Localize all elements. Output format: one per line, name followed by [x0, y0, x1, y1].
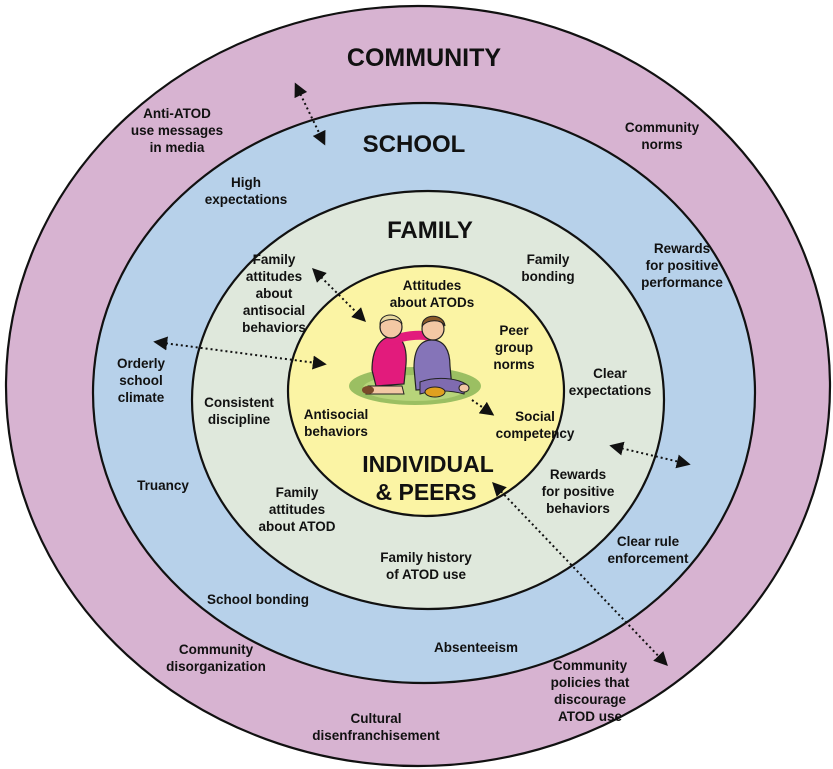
label-line: expectations	[205, 192, 288, 207]
label-line: of ATOD use	[386, 567, 466, 582]
label-line: ATOD use	[558, 709, 623, 724]
label-line: Truancy	[137, 478, 189, 493]
label-line: Rewards	[654, 241, 710, 256]
label-line: behaviors	[242, 320, 306, 335]
label-line: expectations	[569, 383, 652, 398]
label-disenfranchisement: Cultural disenfranchisement	[312, 711, 440, 743]
label-line: High	[231, 175, 261, 190]
label-line: behaviors	[546, 501, 610, 516]
label-clear-expectations: Clear expectations	[569, 366, 652, 398]
label-line: Social	[515, 409, 555, 424]
label-community-norms: Community norms	[625, 120, 700, 152]
label-social-competency: Social competency	[496, 409, 575, 441]
label-line: Community	[179, 642, 254, 657]
label-line: competency	[496, 426, 575, 441]
arrow-family-school	[609, 441, 691, 469]
school-title: SCHOOL	[363, 131, 466, 158]
label-rewards-behaviors: Rewards for positive behaviors	[542, 467, 615, 516]
label-line: about ATOD	[259, 519, 336, 534]
label-line: Family	[276, 485, 319, 500]
arrow-individual-community	[492, 481, 668, 667]
individual-title-line2: & PEERS	[376, 479, 477, 505]
label-rewards-performance: Rewards for positive performance	[641, 241, 723, 290]
family-title: FAMILY	[387, 217, 473, 244]
label-line: in media	[150, 140, 205, 155]
label-line: Family history	[380, 550, 472, 565]
label-line: discipline	[208, 412, 271, 427]
label-antisocial-behaviors: Antisocial behaviors	[304, 407, 369, 439]
arrow-peer-social	[471, 399, 495, 416]
label-line: antisocial	[243, 303, 305, 318]
label-attitudes-atods: Attitudes about ATODs	[390, 278, 475, 310]
label-consistent-discipline: Consistent discipline	[204, 395, 274, 427]
label-line: use messages	[131, 123, 223, 138]
label-truancy: Truancy	[137, 478, 189, 493]
arrow-community-school	[294, 82, 326, 146]
label-family-history: Family history of ATOD use	[380, 550, 472, 582]
label-line: policies that	[551, 675, 630, 690]
label-orderly-climate: Orderly school climate	[117, 356, 166, 405]
label-line: disenfranchisement	[312, 728, 440, 743]
label-line: Anti-ATOD	[143, 106, 211, 121]
label-anti-atod: Anti-ATOD use messages in media	[131, 106, 223, 155]
label-line: attitudes	[246, 269, 302, 284]
label-line: Attitudes	[403, 278, 462, 293]
label-line: Cultural	[350, 711, 401, 726]
label-line: Clear rule	[617, 534, 680, 549]
arrow-school-individual	[153, 336, 327, 370]
label-line: enforcement	[607, 551, 689, 566]
label-clear-rule: Clear rule enforcement	[607, 534, 689, 566]
label-line: norms	[641, 137, 682, 152]
label-line: Community	[553, 658, 628, 673]
label-family-attitudes-atod: Family attitudes about ATOD	[259, 485, 336, 534]
label-line: about ATODs	[390, 295, 475, 310]
label-disorganization: Community disorganization	[166, 642, 266, 674]
label-absenteeism: Absenteeism	[434, 640, 518, 655]
community-title: COMMUNITY	[347, 44, 501, 72]
label-peer-norms: Peer group norms	[493, 323, 534, 372]
label-line: bonding	[521, 269, 574, 284]
label-line: norms	[493, 357, 534, 372]
label-line: Community	[625, 120, 700, 135]
label-line: Absenteeism	[434, 640, 518, 655]
label-line: performance	[641, 275, 723, 290]
label-line: Family	[527, 252, 570, 267]
label-line: attitudes	[269, 502, 325, 517]
label-line: Peer	[499, 323, 529, 338]
arrow-family-individual	[312, 268, 366, 322]
label-line: Rewards	[550, 467, 606, 482]
label-line: for positive	[646, 258, 719, 273]
label-line: Family	[253, 252, 296, 267]
label-line: school	[119, 373, 163, 388]
label-family-attitudes-antisocial: Family attitudes about antisocial behaviors	[242, 252, 306, 335]
label-line: group	[495, 340, 533, 355]
children-illustration	[349, 314, 481, 405]
individual-title-line1: INDIVIDUAL	[362, 451, 494, 477]
label-line: discourage	[554, 692, 627, 707]
label-line: about	[256, 286, 293, 301]
label-high-expectations: High expectations	[205, 175, 288, 207]
label-line: Consistent	[204, 395, 274, 410]
label-line: behaviors	[304, 424, 368, 439]
label-family-bonding: Family bonding	[521, 252, 574, 284]
label-line: climate	[118, 390, 165, 405]
label-line: School bonding	[207, 592, 309, 607]
label-line: Orderly	[117, 356, 166, 371]
label-line: Antisocial	[304, 407, 369, 422]
label-school-bonding: School bonding	[207, 592, 309, 607]
label-line: disorganization	[166, 659, 266, 674]
label-line: Clear	[593, 366, 628, 381]
label-line: for positive	[542, 484, 615, 499]
